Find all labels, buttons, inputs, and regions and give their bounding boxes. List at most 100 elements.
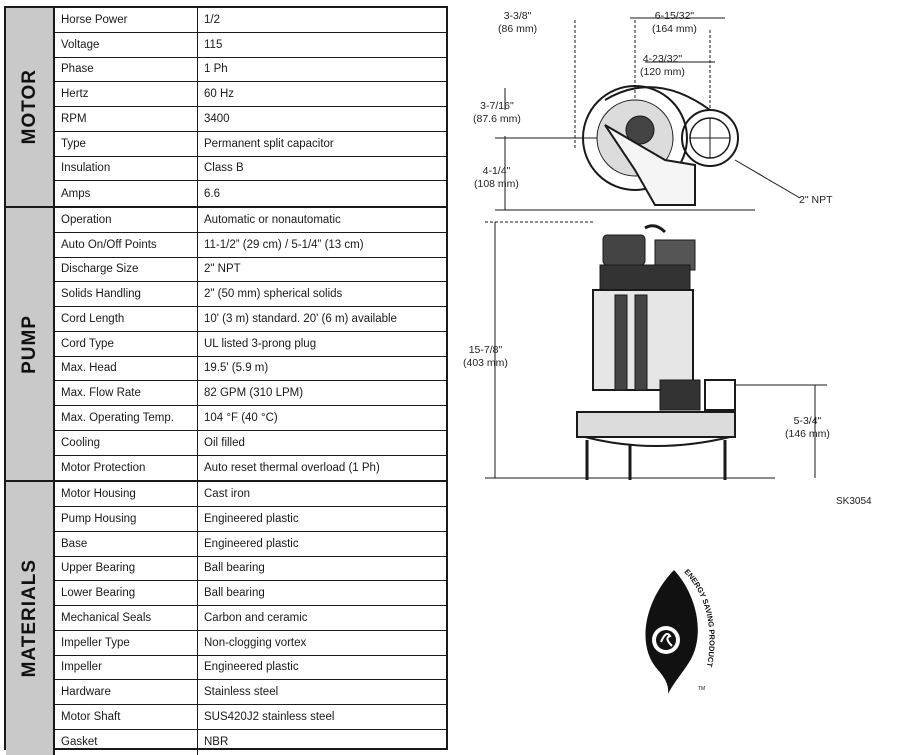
spec-value: SUS420J2 stainless steel (204, 710, 335, 723)
spec-key: Max. Operating Temp. (55, 406, 198, 430)
discharge-label: 2" NPT (799, 194, 832, 207)
spec-value: Carbon and ceramic (204, 611, 308, 624)
dim-inner-mm: (120 mm) (640, 66, 685, 78)
spec-key: Cooling (55, 430, 198, 455)
spec-key: Mechanical Seals (55, 606, 198, 630)
dim-upper-left: 3-7/16" (87.6 mm) (473, 100, 521, 126)
spec-key: Hertz (55, 82, 198, 106)
dim-lower-left: 4-1/4" (108 mm) (474, 165, 519, 191)
dim-top-left: 3-3/8" (86 mm) (498, 10, 537, 36)
spec-row: Discharge Size 2" NPT (55, 257, 446, 283)
dim-upper-left-in: 3-7/16" (480, 100, 514, 112)
spec-value: UL listed 3-prong plug (204, 337, 317, 350)
drawing-code: SK3054 (836, 496, 872, 507)
spec-value: 1/2 (204, 13, 220, 26)
spec-key: Impeller Type (55, 630, 198, 655)
section-label: PUMP (6, 208, 55, 481)
section-label: MATERIALS (6, 482, 55, 755)
spec-value: 10' (3 m) standard. 20' (6 m) available (204, 312, 397, 325)
spec-value: 1 Ph (204, 63, 228, 76)
spec-value: 3400 (204, 112, 230, 125)
spec-row: Mechanical Seals Carbon and ceramic (55, 606, 446, 631)
spec-value: 19.5' (5.9 m) (204, 362, 269, 375)
spec-value: Stainless steel (204, 686, 279, 699)
discharge-label-text: 2" NPT (799, 194, 833, 206)
spec-key: Gasket (55, 729, 198, 755)
dim-base: 5-3/4" (146 mm) (785, 415, 830, 441)
dim-top-right-in: 6-15/32" (654, 10, 695, 22)
spec-key: Voltage (55, 32, 198, 57)
spec-value: 104 °F (40 °C) (204, 411, 278, 424)
section-label-text: PUMP (18, 314, 40, 374)
spec-value: Engineered plastic (204, 661, 299, 674)
dim-top-right: 6-15/32" (164 mm) (652, 10, 697, 36)
spec-value: Engineered plastic (204, 537, 299, 550)
spec-value: Permanent split capacitor (204, 137, 334, 150)
spec-value: Non-clogging vortex (204, 636, 307, 649)
spec-row: Cooling Oil filled (55, 430, 446, 456)
spec-value: 6.6 (204, 187, 220, 200)
pump-dimension-drawing: 3-3/8" (86 mm) 6-15/32" (164 mm) 4-23/32… (455, 0, 901, 520)
spec-key: Phase (55, 57, 198, 82)
spec-key: Solids Handling (55, 282, 198, 306)
spec-value: 11-1/2” (29 cm) / 5-1/4” (13 cm) (204, 238, 364, 251)
spec-value: Engineered plastic (204, 512, 299, 525)
spec-key: Max. Head (55, 356, 198, 381)
dim-inner: 4-23/32" (120 mm) (640, 53, 685, 79)
section-label-text: MOTOR (18, 69, 40, 145)
dim-top-right-mm: (164 mm) (652, 23, 697, 35)
spec-row: Horse Power 1/2 (55, 8, 446, 33)
spec-value: Ball bearing (204, 587, 265, 600)
spec-key: Upper Bearing (55, 556, 198, 581)
spec-row: Type Permanent split capacitor (55, 131, 446, 157)
spec-value: Automatic or nonautomatic (204, 213, 341, 226)
spec-row: Phase 1 Ph (55, 57, 446, 83)
spec-key: Discharge Size (55, 257, 198, 282)
spec-key: Horse Power (55, 8, 198, 32)
spec-row: Max. Operating Temp. 104 °F (40 °C) (55, 406, 446, 431)
spec-value: 2" NPT (204, 263, 241, 276)
leaf-icon: ENERGY SAVING PRODUCT TM (645, 567, 717, 694)
dim-upper-left-mm: (87.6 mm) (473, 113, 521, 125)
spec-key: Auto On/Off Points (55, 232, 198, 257)
section-label-text: MATERIALS (18, 559, 40, 678)
energy-saving-logo: ENERGY SAVING PRODUCT TM (636, 566, 726, 696)
spec-value: 60 Hz (204, 88, 235, 101)
spec-row: Impeller Type Non-clogging vortex (55, 630, 446, 656)
spec-value: Oil filled (204, 436, 245, 449)
spec-key: Pump Housing (55, 507, 198, 531)
dim-base-mm: (146 mm) (785, 428, 830, 440)
spec-key: Type (55, 131, 198, 156)
dim-inner-in: 4-23/32" (642, 53, 683, 65)
spec-key: Motor Housing (55, 482, 198, 506)
dim-lower-left-mm: (108 mm) (474, 178, 519, 190)
spec-key: Hardware (55, 680, 198, 704)
dim-top-left-mm: (86 mm) (498, 23, 538, 35)
spec-value: Class B (204, 162, 244, 175)
section-label: MOTOR (6, 8, 55, 206)
dim-height-in: 15-7/8" (468, 344, 503, 356)
spec-row: Hertz 60 Hz (55, 82, 446, 107)
spec-value: NBR (204, 736, 229, 749)
spec-key: Max. Flow Rate (55, 381, 198, 405)
